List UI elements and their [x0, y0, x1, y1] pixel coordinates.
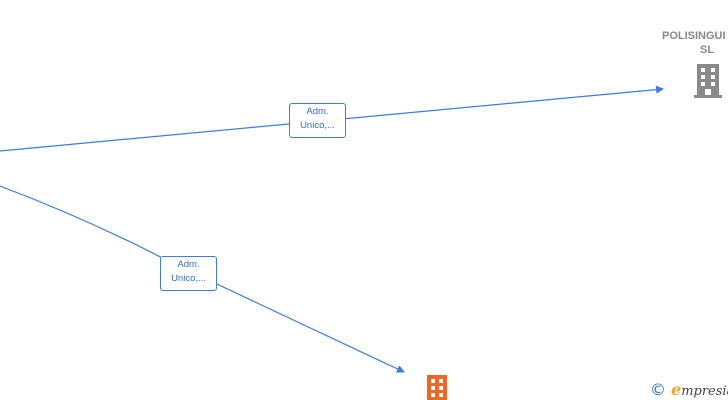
edge-label-bottom-line1: Adm.: [177, 259, 200, 270]
footer-brand: © empresia: [650, 379, 728, 399]
edge-label-top-line2: Unico,...: [300, 120, 335, 131]
building-icon[interactable]: [694, 64, 722, 98]
company-name-polisingui[interactable]: POLISINGUI SL: [662, 29, 728, 57]
brand-logo[interactable]: empresia: [671, 380, 728, 399]
company-name-line2: SL: [700, 44, 715, 56]
brand-name-rest: mpresia: [681, 383, 728, 399]
brand-initial: e: [671, 379, 682, 399]
company-name-line1: POLISINGUI: [662, 30, 726, 42]
edge-label-bottom[interactable]: Adm. Unico,...: [160, 256, 217, 291]
edge-label-top-line1: Adm.: [306, 106, 329, 117]
copyright-icon: ©: [650, 379, 666, 399]
building-icon-orange[interactable]: [425, 375, 449, 400]
edge-label-bottom-line2: Unico,...: [171, 273, 206, 284]
edge-label-top[interactable]: Adm. Unico,...: [289, 103, 346, 138]
